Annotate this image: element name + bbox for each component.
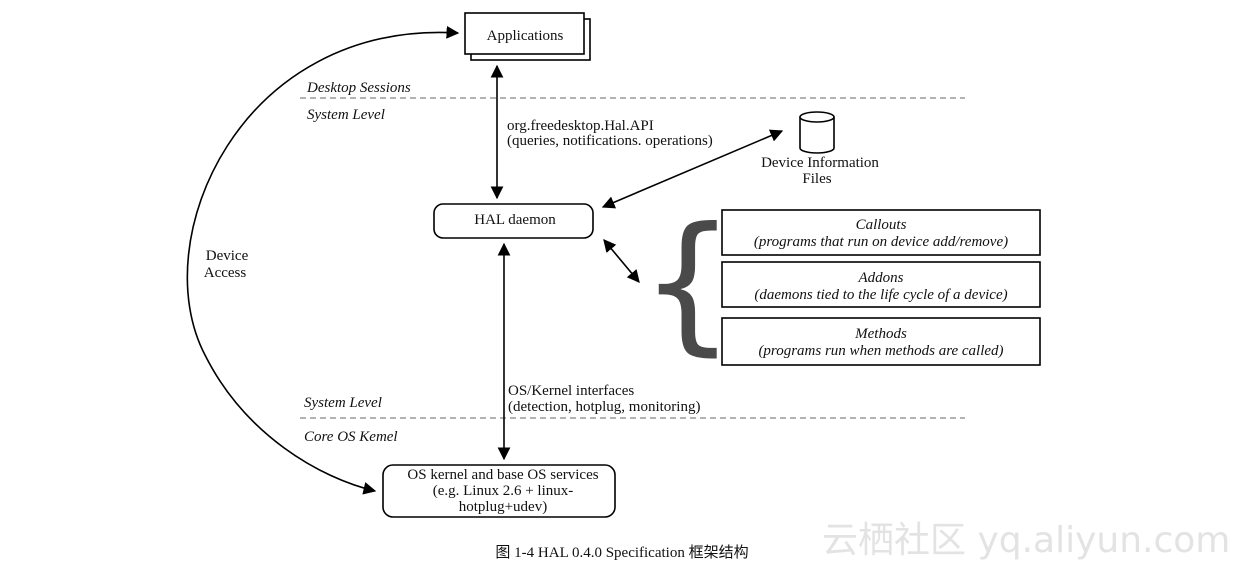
hal-daemon-node: HAL daemon [433, 203, 594, 239]
hal-daemon-label: HAL daemon [474, 212, 556, 228]
device-access-arrow [186, 25, 460, 495]
extension-callouts-desc: (programs that run on device add/remove) [754, 234, 1008, 250]
device-access-label-line2: Access [204, 265, 247, 281]
os-kernel-node: OS kernel and base OS services (e.g. Lin… [382, 464, 616, 518]
extension-callouts-title: Callouts [856, 217, 907, 233]
desktop-sessions-label: Desktop Sessions [306, 80, 411, 96]
api-description: (queries, notifications. operations) [507, 133, 713, 149]
system-level-top-label: System Level [307, 107, 385, 123]
os-kernel-line2: (e.g. Linux 2.6 + linux- [433, 483, 574, 499]
api-name: org.freedesktop.Hal.API [507, 118, 654, 134]
kernel-interfaces-description: (detection, hotplug, monitoring) [508, 399, 700, 415]
core-os-kernel-label: Core OS Kemel [304, 429, 398, 445]
system-level-bottom-label: System Level [304, 395, 382, 411]
os-kernel-line1: OS kernel and base OS services [407, 467, 598, 483]
device-info-label-line1: Device Information [761, 155, 879, 171]
extension-callouts: Callouts (programs that run on device ad… [721, 209, 1041, 256]
extension-methods-title: Methods [854, 326, 907, 342]
os-kernel-line3: hotplug+udev) [459, 499, 547, 515]
extension-methods-desc: (programs run when methods are called) [758, 343, 1003, 359]
extensions-brace: { [640, 196, 735, 370]
extension-addons-title: Addons [858, 270, 904, 286]
database-icon [799, 111, 835, 154]
device-info-label-line2: Files [802, 171, 831, 187]
extensions-arrow [603, 239, 640, 283]
watermark: 云栖社区 yq.aliyun.com [822, 520, 1230, 561]
kernel-interfaces-name: OS/Kernel interfaces [508, 383, 634, 399]
applications-node: Applications [464, 12, 591, 61]
extension-methods: Methods (programs run when methods are c… [721, 317, 1041, 366]
extension-addons: Addons (daemons tied to the life cycle o… [721, 261, 1041, 308]
figure-caption: 图 1-4 HAL 0.4.0 Specification 框架结构 [495, 544, 748, 561]
extension-addons-desc: (daemons tied to the life cycle of a dev… [754, 287, 1007, 303]
applications-label: Applications [487, 28, 564, 44]
device-info-arrow [601, 129, 784, 209]
device-access-label-line1: Device [206, 248, 249, 264]
